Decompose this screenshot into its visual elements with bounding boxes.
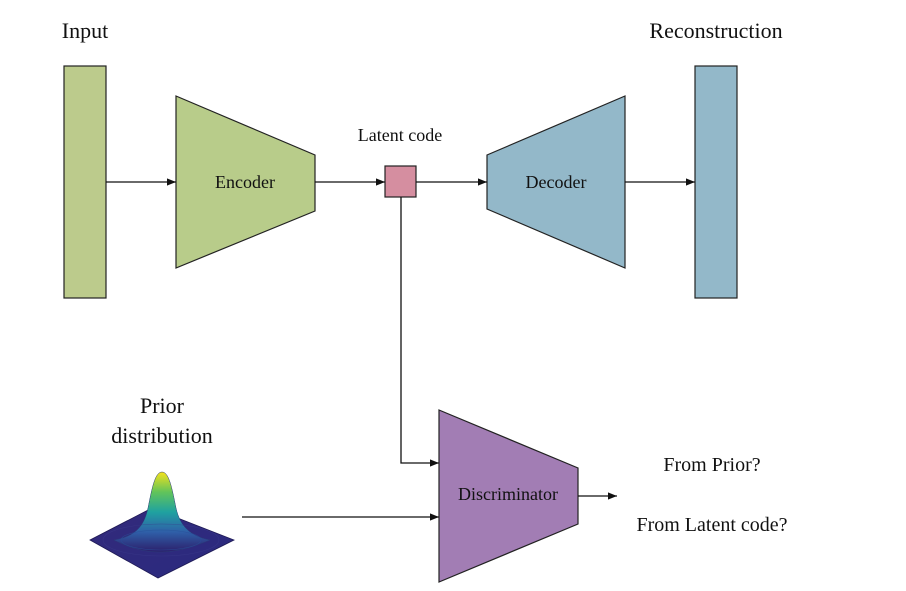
reconstruction-block xyxy=(694,65,738,299)
from-prior-label: From Prior? xyxy=(663,454,760,476)
discriminator-label: Discriminator xyxy=(458,484,558,504)
discriminator-block xyxy=(438,409,579,583)
prior-label-line1: Prior xyxy=(140,393,185,418)
gaussian-surface-icon xyxy=(89,471,235,579)
decoder-label: Decoder xyxy=(526,172,587,192)
latent-code-block xyxy=(384,165,417,198)
encoder-label: Encoder xyxy=(215,172,275,192)
decoder-block xyxy=(486,95,626,269)
reconstruction-label: Reconstruction xyxy=(649,18,782,43)
from-latent-code-label: From Latent code? xyxy=(636,514,787,536)
latent-code-label: Latent code xyxy=(358,125,442,145)
input-label: Input xyxy=(62,18,108,43)
arrow-latent-to-discriminator xyxy=(400,197,439,467)
prior-label-line2: distribution xyxy=(111,423,212,448)
encoder-block xyxy=(175,95,316,269)
input-block xyxy=(63,65,107,299)
